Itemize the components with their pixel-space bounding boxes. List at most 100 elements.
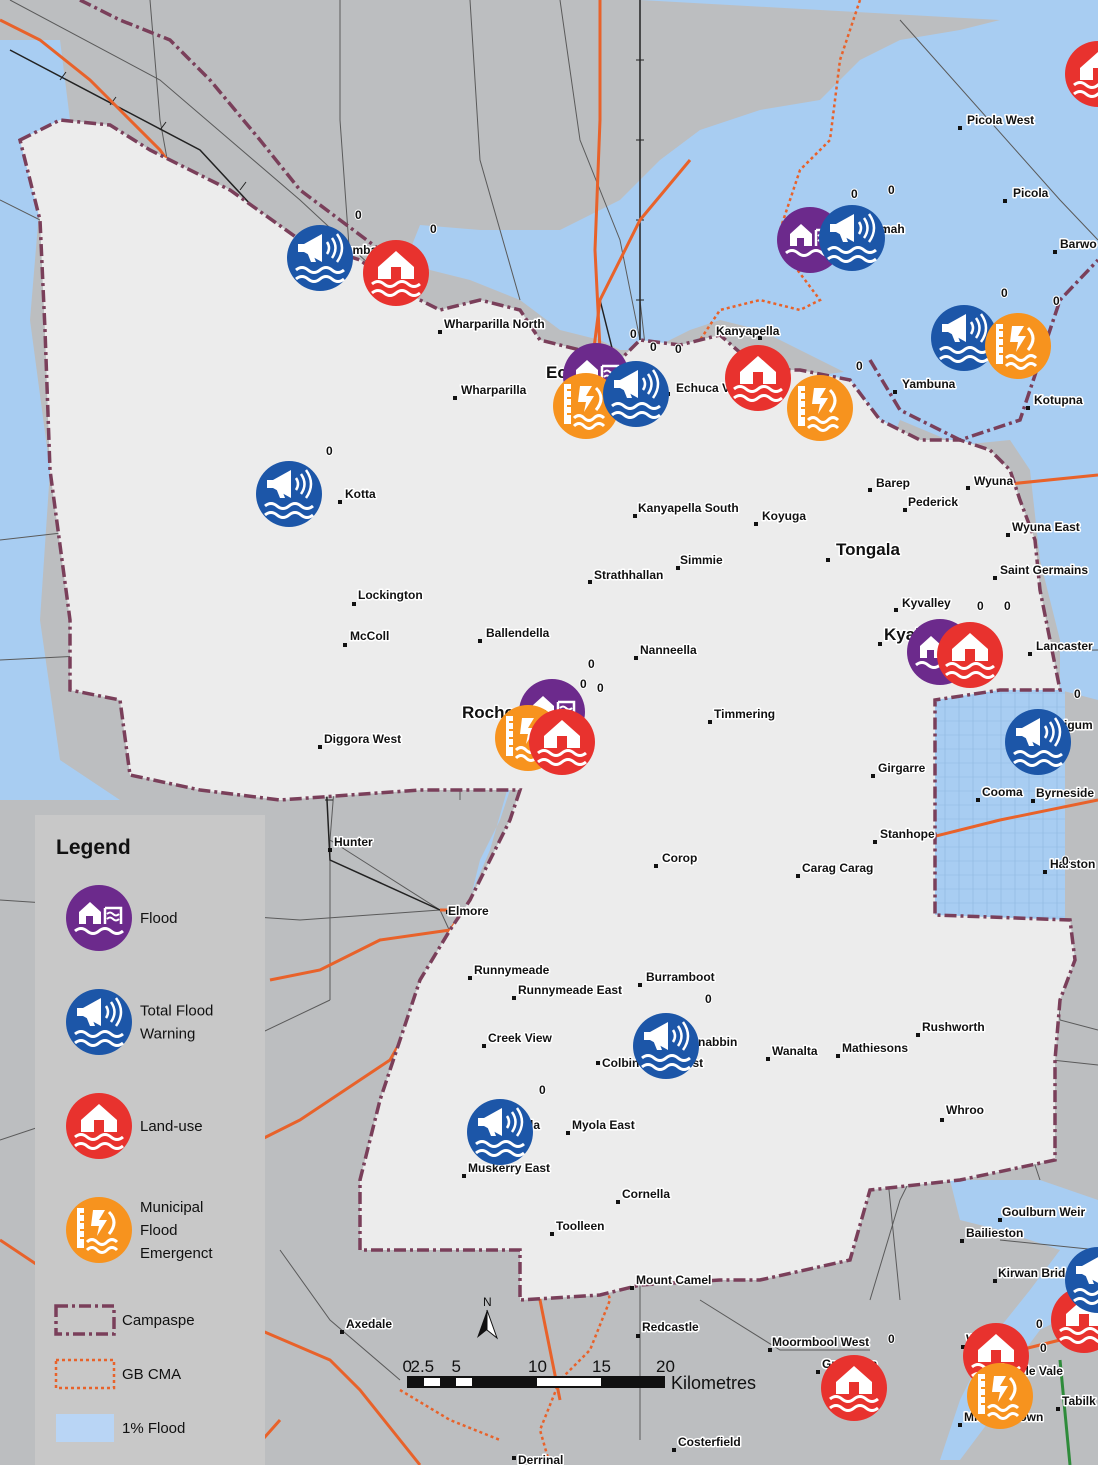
zero-label: 0 xyxy=(539,1083,546,1097)
place-label-wanalta: Wanalta xyxy=(772,1044,818,1058)
place-label-moormbool-west: Moormbool West xyxy=(772,1335,869,1349)
place-label-kotta: Kotta xyxy=(345,487,376,501)
flood-warning-marker-icon[interactable] xyxy=(601,359,671,429)
place-dot-muskerry-east xyxy=(462,1174,466,1178)
place-label-rushworth: Rushworth xyxy=(922,1020,985,1034)
gauge-flood-icon xyxy=(64,1195,134,1265)
flood-warning-marker-icon[interactable] xyxy=(631,1011,701,1081)
place-dot-colbinabbin-west xyxy=(596,1061,600,1065)
place-label-diggora-west: Diggora West xyxy=(324,732,401,746)
place-label-derrinal: Derrinal xyxy=(518,1453,563,1465)
place-label-goulburn-weir: Goulburn Weir xyxy=(1002,1205,1085,1219)
municipal-emergency-marker-icon[interactable] xyxy=(965,1361,1035,1431)
place-label-mccoll: McColl xyxy=(350,629,389,643)
place-label-harston: Harston xyxy=(1050,857,1095,871)
place-label-barep: Barep xyxy=(876,476,910,490)
place-label-wyuna-east: Wyuna East xyxy=(1012,520,1080,534)
zero-label: 0 xyxy=(1074,687,1081,701)
east-floodplain xyxy=(1060,470,1098,700)
place-label-strathhallan: Strathhallan xyxy=(594,568,663,582)
place-dot-rushworth xyxy=(916,1033,920,1037)
place-dot-corop xyxy=(654,864,658,868)
place-label-koyuga: Koyuga xyxy=(762,509,806,523)
flood-warning-marker-icon[interactable] xyxy=(465,1097,535,1167)
place-label-axedale: Axedale xyxy=(346,1317,392,1331)
place-dot-kotupna xyxy=(1026,406,1030,410)
place-dot-picola-west xyxy=(958,126,962,130)
land-use-marker-icon[interactable] xyxy=(527,707,597,777)
place-label-kotupna: Kotupna xyxy=(1034,393,1083,407)
place-dot-mitchellstown xyxy=(958,1423,962,1427)
legend-label: Flood xyxy=(140,910,178,927)
legend-label: Campaspe xyxy=(122,1312,195,1329)
place-label-picola: Picola xyxy=(1013,186,1049,200)
place-label-kirwan-bridge: Kirwan Bridge xyxy=(998,1266,1080,1280)
place-label-costerfield: Costerfield xyxy=(678,1435,741,1449)
municipal-emergency-marker-icon[interactable] xyxy=(983,311,1053,381)
place-dot-mount-camel xyxy=(630,1286,634,1290)
land-use-marker-icon[interactable] xyxy=(723,343,793,413)
gb-cma-line-symbol xyxy=(54,1358,116,1390)
place-label-picola-west: Picola West xyxy=(967,113,1034,127)
land-use-marker-icon[interactable] xyxy=(361,238,431,308)
flood-warning-marker-icon[interactable] xyxy=(285,223,355,293)
legend-label: Warning xyxy=(140,1026,195,1043)
zero-label: 0 xyxy=(1040,1341,1047,1355)
place-label-cooma: Cooma xyxy=(982,785,1023,799)
place-dot-stanhope xyxy=(873,840,877,844)
place-dot-kirwan-bridge xyxy=(993,1279,997,1283)
place-dot-kyabram xyxy=(878,642,882,646)
place-label-wharparilla-north: Wharparilla North xyxy=(444,317,545,331)
zero-label: 0 xyxy=(1062,854,1069,868)
place-label-mount-camel: Mount Camel xyxy=(636,1273,711,1287)
place-dot-strathhallan xyxy=(588,580,592,584)
place-dot-bailieston xyxy=(960,1239,964,1243)
zero-label: 0 xyxy=(705,992,712,1006)
municipal-emergency-marker-icon[interactable] xyxy=(785,373,855,443)
place-dot-girgarre xyxy=(871,774,875,778)
place-dot-redcastle xyxy=(636,1334,640,1338)
place-dot-simmie xyxy=(676,566,680,570)
legend-label: Total Flood xyxy=(140,1003,213,1020)
land-use-marker-icon[interactable] xyxy=(935,620,1005,690)
place-dot-cornella xyxy=(616,1200,620,1204)
megaphone-waves-icon xyxy=(64,987,134,1057)
legend-label: 1% Flood xyxy=(122,1420,185,1437)
place-dot-graytown xyxy=(816,1370,820,1374)
place-dot-burramboot xyxy=(638,983,642,987)
zero-label: 0 xyxy=(851,187,858,201)
place-label-yambuna: Yambuna xyxy=(902,377,956,391)
place-label-tabilk: Tabilk xyxy=(1062,1394,1096,1408)
place-dot-wharparilla-north xyxy=(438,330,442,334)
place-label-pederick: Pederick xyxy=(908,495,958,509)
land-use-marker-icon[interactable] xyxy=(819,1353,889,1423)
place-label-toolleen: Toolleen xyxy=(556,1219,604,1233)
flood-warning-marker-icon[interactable] xyxy=(254,459,324,529)
place-label-bailieston: Bailieston xyxy=(966,1226,1023,1240)
flood-warning-marker-icon[interactable] xyxy=(817,203,887,273)
scale-tick-label: 5 xyxy=(452,1357,461,1376)
place-dot-barwo xyxy=(1053,250,1057,254)
place-dot-tabilk xyxy=(1056,1407,1060,1411)
place-dot-nanneella xyxy=(634,656,638,660)
place-dot-creek-view xyxy=(482,1044,486,1048)
zero-label: 0 xyxy=(1004,599,1011,613)
place-dot-saint-germains xyxy=(993,576,997,580)
place-dot-mccoll xyxy=(343,643,347,647)
place-label-mathiesons: Mathiesons xyxy=(842,1041,908,1055)
legend-item-flood: Flood xyxy=(64,883,178,953)
flood-warning-marker-icon[interactable] xyxy=(1003,707,1073,777)
place-dot-moormbool-west xyxy=(768,1348,772,1352)
legend-label: GB CMA xyxy=(122,1366,181,1383)
western-floodplain xyxy=(0,40,120,800)
place-dot-wharparilla xyxy=(453,396,457,400)
place-dot-carag-carag xyxy=(796,874,800,878)
place-dot-derrinal xyxy=(512,1456,516,1460)
place-label-carag-carag: Carag Carag xyxy=(802,861,873,875)
place-dot-kanyapella-south xyxy=(633,514,637,518)
place-dot-cooma xyxy=(976,798,980,802)
